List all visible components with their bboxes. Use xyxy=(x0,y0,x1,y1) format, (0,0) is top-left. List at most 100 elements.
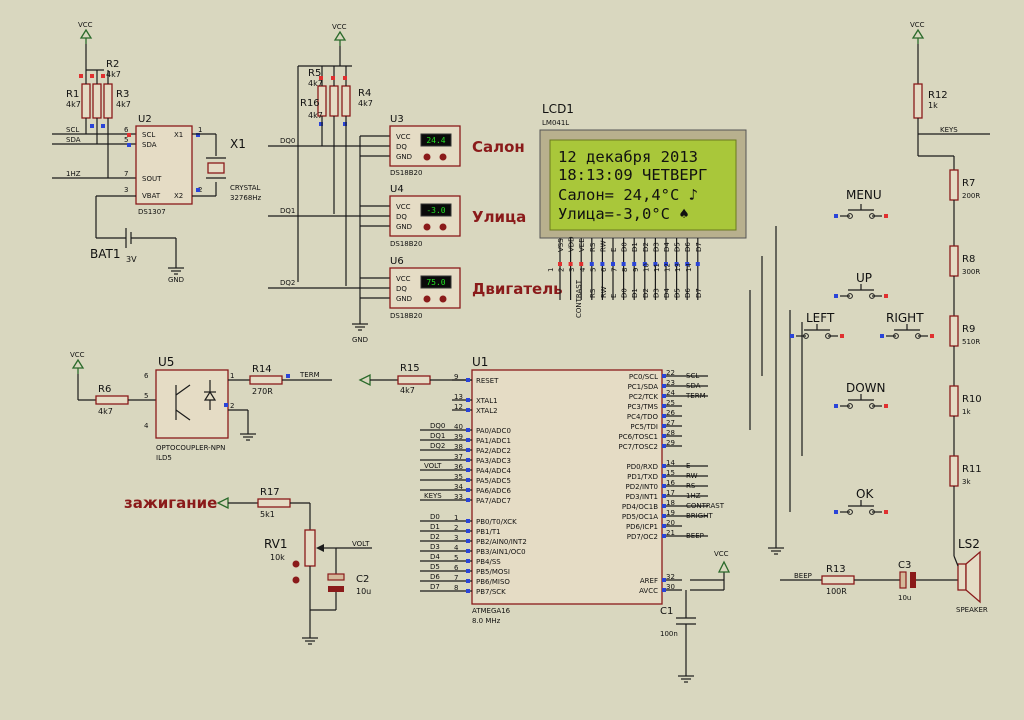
u2-ds1307[interactable] xyxy=(135,125,193,205)
r4-label: R4 xyxy=(358,88,371,99)
r10-label: R10 xyxy=(962,394,982,405)
r14-resistor[interactable] xyxy=(249,375,283,385)
c3-capacitor[interactable] xyxy=(899,571,907,589)
u1-pin-name: XTAL2 xyxy=(476,407,498,415)
svg-text:VCC: VCC xyxy=(910,21,925,29)
r8-label: R8 xyxy=(962,254,975,265)
svg-text:KEYS: KEYS xyxy=(424,492,442,500)
r7-resistor[interactable] xyxy=(949,169,959,201)
u1-pin-number: 4 xyxy=(454,544,459,552)
lcd-line-4: Улица=-3,0°C ♠ xyxy=(558,205,689,223)
sensor-u4-reading: -3.0 xyxy=(426,206,445,215)
net-scl-label: SCL xyxy=(66,126,79,134)
u1-pin-number: 28 xyxy=(666,429,675,437)
net-keys-label: KEYS xyxy=(940,126,958,134)
r16-resistor[interactable] xyxy=(329,85,339,117)
svg-text:U6: U6 xyxy=(390,256,404,267)
sensor-u3[interactable]: U3 DS18B20 VCC DQ GND 24.4 Салон xyxy=(389,114,525,177)
c1-value: 100n xyxy=(660,630,678,638)
r9-value: 510R xyxy=(962,338,980,346)
r1-resistor[interactable] xyxy=(81,83,91,119)
button-menu[interactable]: MENU xyxy=(834,188,888,219)
svg-text:DS18B20: DS18B20 xyxy=(390,240,422,248)
u1-pin-name: PC4/TDO xyxy=(627,413,659,421)
lcd-pin-name: RW xyxy=(599,240,607,252)
r4-resistor[interactable] xyxy=(341,85,351,117)
c1-label: C1 xyxy=(660,606,673,617)
button-left[interactable]: LEFT xyxy=(790,311,844,339)
u1-pin-name: XTAL1 xyxy=(476,397,498,405)
button-down[interactable]: DOWN xyxy=(834,381,888,409)
svg-text:DQ1: DQ1 xyxy=(430,432,445,440)
svg-text:D6: D6 xyxy=(430,573,440,581)
lcd-module[interactable]: LCD1 LM041L 12 декабря 2013 18:13:09 ЧЕТ… xyxy=(539,102,747,239)
svg-text:RW: RW xyxy=(686,472,698,480)
u1-pin-name: PB5/MOSI xyxy=(476,568,510,576)
speaker-section: BEEP R13 100R C3 10u LS2 SPEAKER xyxy=(780,537,988,614)
u1-pin-name: PA3/ADC3 xyxy=(476,457,511,465)
net-volt-label: VOLT xyxy=(352,540,370,548)
svg-text:D1: D1 xyxy=(430,523,440,531)
ignition-section: зажигание R17 5k1 RV1 10k VOLT C2 10u xyxy=(124,487,372,645)
r15-resistor[interactable] xyxy=(397,375,431,385)
u1-pin-number: 13 xyxy=(454,393,463,401)
u1-pin-name: PA5/ADC5 xyxy=(476,477,511,485)
ls2-speaker[interactable] xyxy=(957,563,967,591)
svg-text:VCC: VCC xyxy=(396,133,411,141)
u1-pin-number: 8 xyxy=(454,584,458,592)
button-ok[interactable]: OK xyxy=(834,487,888,515)
lcd-net-data: D2 xyxy=(642,288,650,298)
button-label: MENU xyxy=(846,188,882,202)
sensor-u6[interactable]: U6 DS18B20 VCC DQ GND 75.0 Двигатель xyxy=(389,256,563,320)
rv1-potentiometer[interactable] xyxy=(304,529,316,567)
ignition-label: зажигание xyxy=(124,494,217,512)
u5-part: OPTOCOUPLER-NPN xyxy=(156,444,225,452)
u1-pin-name: PC6/TOSC1 xyxy=(619,433,659,441)
r13-value: 100R xyxy=(826,587,847,596)
x1-part: CRYSTAL xyxy=(230,184,261,192)
u1-atmega16[interactable] xyxy=(471,369,663,605)
r10-resistor[interactable] xyxy=(949,385,959,417)
lcd-net-contrast: CONTRAST xyxy=(575,279,583,318)
svg-text:VCC: VCC xyxy=(396,275,411,283)
r13-resistor[interactable] xyxy=(821,575,855,585)
r2-label: R2 xyxy=(106,59,119,70)
u2-label: U2 xyxy=(138,114,152,125)
r2-resistor[interactable] xyxy=(92,83,102,119)
svg-text:SDA: SDA xyxy=(142,141,157,149)
r8-resistor[interactable] xyxy=(949,245,959,277)
button-up[interactable]: UP xyxy=(834,271,888,299)
svg-text:VCC: VCC xyxy=(396,203,411,211)
u1-pin-number: 32 xyxy=(666,573,675,581)
u5-label: U5 xyxy=(158,355,174,369)
u1-pin-number: 23 xyxy=(666,379,675,387)
lcd-pin-name: D6 xyxy=(684,242,692,252)
sensor-u4[interactable]: U4 DS18B20 VCC DQ GND -3.0 Улица xyxy=(389,184,526,248)
lcd-part: LM041L xyxy=(542,119,569,127)
r12-resistor[interactable] xyxy=(913,83,923,119)
r17-resistor[interactable] xyxy=(257,498,291,508)
c2-capacitor[interactable] xyxy=(327,573,345,581)
u1-pin-name: PB1/T1 xyxy=(476,528,501,536)
lcd-pin-number: 9 xyxy=(632,268,640,272)
lcd-net-e: E xyxy=(610,294,618,298)
net-dq2-label: DQ2 xyxy=(280,279,295,287)
lcd-pin-number: 2 xyxy=(558,268,566,272)
lcd-net-data: D6 xyxy=(684,288,692,298)
r13-label: R13 xyxy=(826,564,846,575)
svg-text:5: 5 xyxy=(124,136,128,144)
r6-resistor[interactable] xyxy=(95,395,129,405)
r11-resistor[interactable] xyxy=(949,455,959,487)
x1-crystal[interactable] xyxy=(207,162,225,174)
r9-resistor[interactable] xyxy=(949,315,959,347)
u1-pin-name: PC1/SDA xyxy=(628,383,659,391)
mcu-section: R15 4k7 U1 ATMEGA16 8.0 MHz RESET9XTAL11… xyxy=(359,355,731,683)
r5-label: R5 xyxy=(308,68,321,79)
lcd-pin-name: D3 xyxy=(652,242,660,252)
u5-optocoupler[interactable] xyxy=(155,369,229,439)
button-right[interactable]: RIGHT xyxy=(880,311,934,339)
u1-pin-name: PD6/ICP1 xyxy=(626,523,658,531)
r3-resistor[interactable] xyxy=(103,83,113,119)
u1-pin-number: 3 xyxy=(454,534,458,542)
